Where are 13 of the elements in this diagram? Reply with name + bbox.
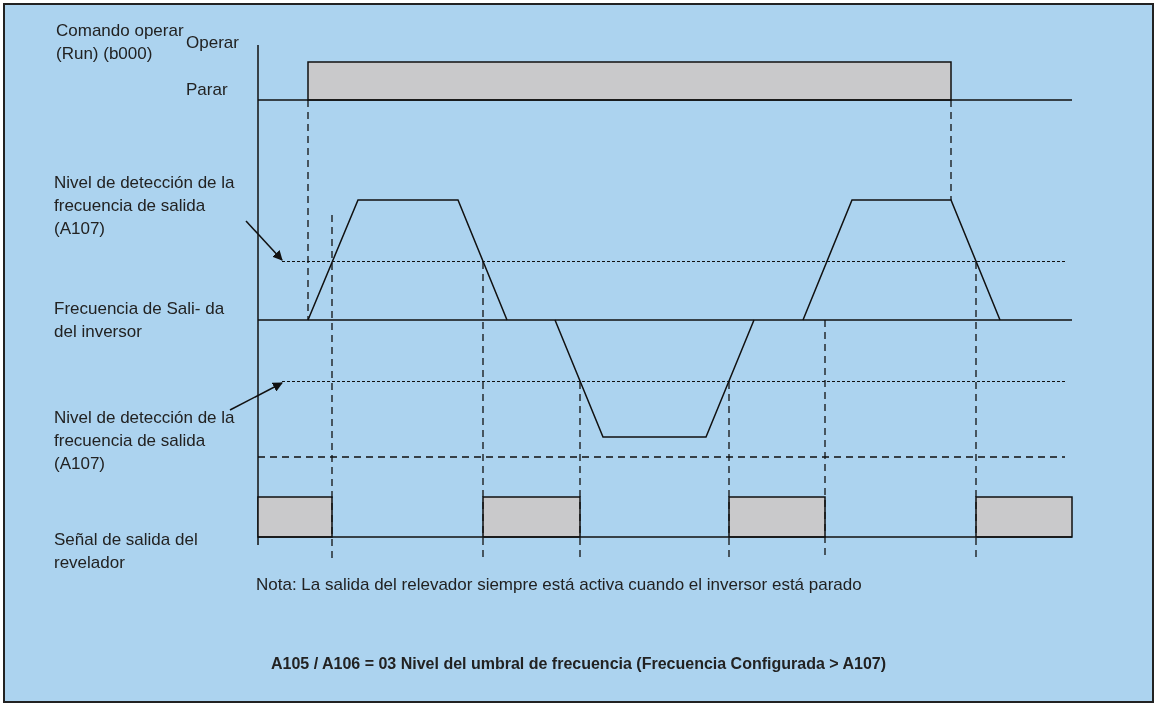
state-label: Parar (186, 79, 229, 101)
threshold-line (282, 381, 1065, 384)
caption: A105 / A106 = 03 Nivel del umbral de frecuencia (Frecuencia Configurada > A107) (270, 655, 887, 672)
threshold-line (282, 261, 1065, 264)
threshold-label: Nivel de detección de la frecuencia de salida (A107) (54, 406, 236, 475)
note-text: Nota: La salida del relevador siempre está activa cuando el inversor está parado (256, 574, 863, 596)
signal-label: Señal de salida del revelador (54, 529, 199, 574)
leader-line (229, 382, 283, 411)
leader-line (245, 220, 283, 261)
state-label: Operar (186, 32, 240, 54)
threshold-label: Nivel de detección de la frecuencia de salida (A107) (54, 171, 236, 240)
signal-label: Frecuencia de Sali- da del inversor (54, 298, 226, 343)
signal-label: Comando operar (Run) (b000) (56, 20, 184, 65)
